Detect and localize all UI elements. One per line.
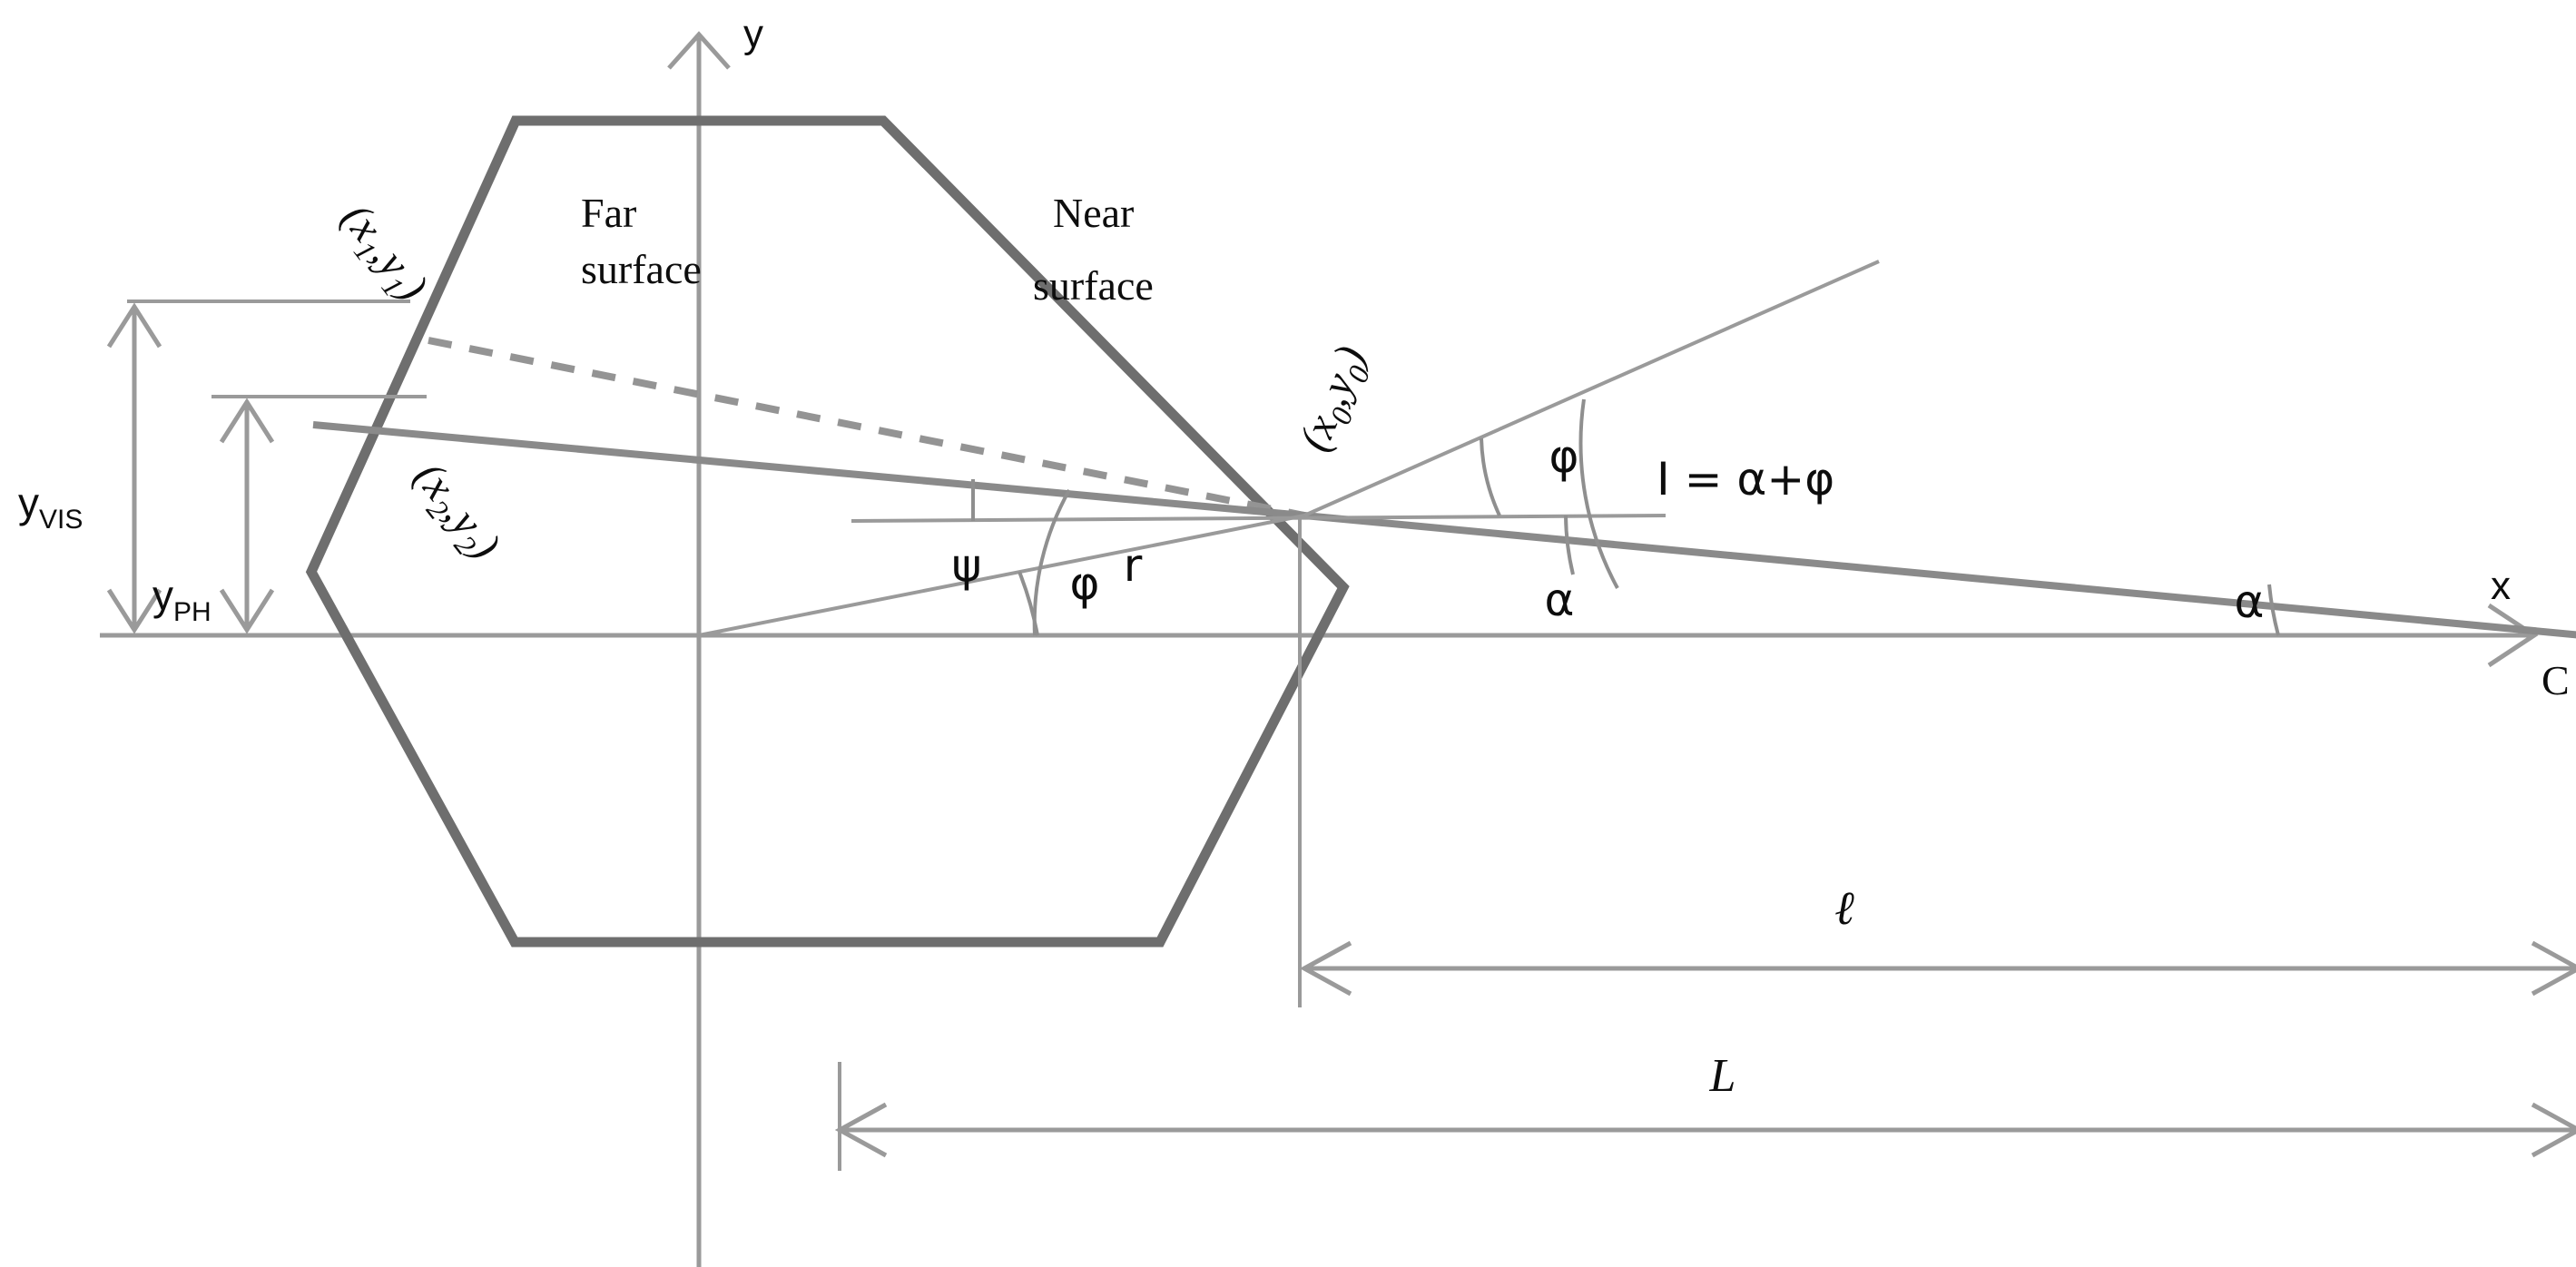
y-ph-sub: PH <box>173 597 211 627</box>
y-axis-arrowhead <box>667 31 731 70</box>
point-x1y1-label: (x1,y1) <box>326 194 437 314</box>
ell-arrow-right <box>2531 940 2576 997</box>
y-vis-label: yVIS <box>18 479 83 535</box>
svg-text:(x0,y0): (x0,y0) <box>1290 339 1382 461</box>
alpha-plus-phi-outer-arc <box>1578 398 1619 589</box>
y-ph-arrow-bottom <box>219 588 275 634</box>
angle-relation-label: I = α+φ <box>1657 453 1834 506</box>
center-point-label: C <box>2542 657 2570 703</box>
svg-text:(x1,y1): (x1,y1) <box>326 194 437 314</box>
angle-markers <box>971 398 2280 636</box>
ell-dimension-label: ℓ <box>1834 883 1854 935</box>
angle-alpha-near-label: α <box>1545 574 1575 626</box>
phi-upper-inner-arc <box>1480 437 1501 516</box>
far-surface-label-line2: surface <box>581 246 702 292</box>
point-x0y0-label: (x0,y0) <box>1290 339 1382 461</box>
alpha-near-arc <box>1564 515 1575 575</box>
axis-group <box>100 31 2539 1267</box>
far-surface-label-line1: Far <box>581 190 636 236</box>
ell-arrow-left <box>1299 940 1352 997</box>
L-arrow-right <box>2531 1102 2576 1158</box>
near-surface-label-line1: Near <box>1053 190 1134 236</box>
y-ph-main: y <box>152 572 173 619</box>
angle-r-label: r <box>1124 539 1143 592</box>
y-ph-arrow-top <box>219 398 275 444</box>
y-vis-arrow-bottom <box>106 588 162 634</box>
horizontal-reference-at-x0y0 <box>850 514 1667 523</box>
near-surface-label-line2: surface <box>1033 262 1154 309</box>
y-vis-sub: VIS <box>39 505 83 535</box>
angle-alpha-far-label: α <box>2235 575 2265 628</box>
upper-ray-phi <box>1303 260 1880 517</box>
angle-phi-upper-label: φ <box>1549 430 1579 483</box>
svg-text:(x2,y2): (x2,y2) <box>398 453 509 573</box>
transmitted-ray-to-C <box>1303 512 2576 639</box>
y-vis-arrow-top <box>106 302 162 349</box>
y-ph-label: yPH <box>152 572 211 627</box>
horizontal-dimensions <box>834 940 2576 1171</box>
angle-phi-origin-label: φ <box>1070 557 1100 610</box>
angle-psi-label: ψ <box>952 539 982 592</box>
point-x2y2-label: (x2,y2) <box>398 453 509 573</box>
incident-ray-x2y2-to-x0y0 <box>312 421 1305 519</box>
y-axis-label: y <box>743 12 763 56</box>
phi-origin-arc <box>1018 571 1039 636</box>
dashed-ray-x1y1-to-x0y0 <box>428 337 1305 519</box>
ray-group <box>312 260 2576 1007</box>
x-axis-arrowhead <box>2487 603 2539 668</box>
alpha-far-arc <box>2267 584 2280 636</box>
x-axis-label: x <box>2491 564 2511 608</box>
L-dimension-label: L <box>1709 1050 1736 1102</box>
hexagonal-crystal-outline <box>305 115 1350 948</box>
vertical-dimensions <box>106 300 427 634</box>
origin-to-x0y0-ray <box>698 514 1305 637</box>
y-vis-main: y <box>18 479 39 526</box>
